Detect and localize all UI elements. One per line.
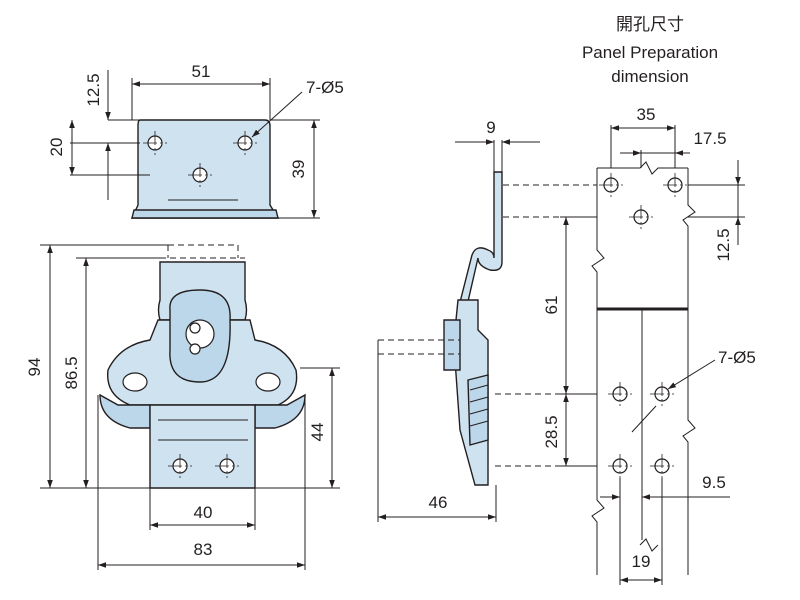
dim-label-17-5: 17.5 [693, 129, 726, 148]
top-plate-extension-lines [70, 78, 320, 219]
latch-cam-rivet-2 [189, 343, 201, 355]
latch-base-edges [158, 419, 248, 441]
dim-label-46: 46 [429, 493, 448, 512]
dim-label-20: 20 [47, 138, 66, 157]
panel-bottom-break [639, 538, 659, 552]
panel-title-en-1: Panel Preparation [582, 43, 718, 62]
side-dashed-lines [378, 339, 460, 355]
panel-top-edge [597, 161, 688, 175]
holes-label-right: 7-Ø5 [718, 348, 756, 367]
latch-base-plate [149, 404, 256, 489]
top-plate-centerlines [143, 131, 257, 187]
side-spring [467, 374, 489, 446]
leader-holes-top [251, 91, 303, 138]
latch-front-view: 94 86.5 44 40 83 [25, 244, 340, 570]
latch-cam-rivet-1 [189, 322, 201, 334]
side-hook [457, 171, 503, 311]
panel-preparation-view: 開孔尺寸 Panel Preparation dimension 35 17.5 [495, 15, 756, 585]
dim-label-19: 19 [632, 552, 651, 571]
latch-side-view: 9 46 [377, 118, 540, 522]
dim-label-44: 44 [308, 423, 327, 442]
side-pivot [443, 319, 461, 371]
dim-label-94: 94 [25, 358, 44, 377]
leader-holes-right-tail [631, 405, 657, 433]
top-plate-lip [131, 209, 279, 219]
dim-label-51: 51 [192, 62, 211, 81]
holes-label-top: 7-Ø5 [306, 78, 344, 97]
dim-label-86-5: 86.5 [62, 356, 81, 389]
latch-keeper-dashed [160, 244, 245, 273]
dim-label-39: 39 [289, 160, 308, 179]
latch-base-centerlines [168, 454, 239, 478]
dim-label-12-5-left: 12.5 [84, 73, 103, 106]
panel-extension-lines [560, 125, 745, 585]
dim-label-83: 83 [194, 540, 213, 559]
panel-hole-centerlines [599, 173, 687, 478]
latch-extension-lines [40, 244, 340, 570]
latch-cam-center [185, 319, 215, 349]
dim-label-35: 35 [637, 105, 656, 124]
dim-label-9-5: 9.5 [702, 473, 726, 492]
dim-label-40: 40 [194, 503, 213, 522]
dim-label-61: 61 [542, 296, 561, 315]
top-plate-view: 51 39 12.5 20 7-Ø5 [47, 62, 344, 219]
panel-title-cn: 開孔尺寸 [616, 15, 684, 34]
dim-label-12-5-right: 12.5 [714, 228, 733, 261]
side-spring-coils [469, 384, 489, 427]
latch-wing-hole-left [122, 372, 148, 392]
leader-holes-right [667, 359, 716, 390]
panel-left-edge [591, 168, 605, 575]
latch-wing-hole-right [255, 372, 281, 392]
side-extension-lines [377, 140, 503, 522]
dim-label-28-5: 28.5 [542, 415, 561, 448]
dim-label-9: 9 [486, 118, 495, 137]
top-plate-body [130, 119, 280, 219]
panel-title-en-2: dimension [611, 67, 689, 86]
panel-right-edge [682, 168, 696, 575]
